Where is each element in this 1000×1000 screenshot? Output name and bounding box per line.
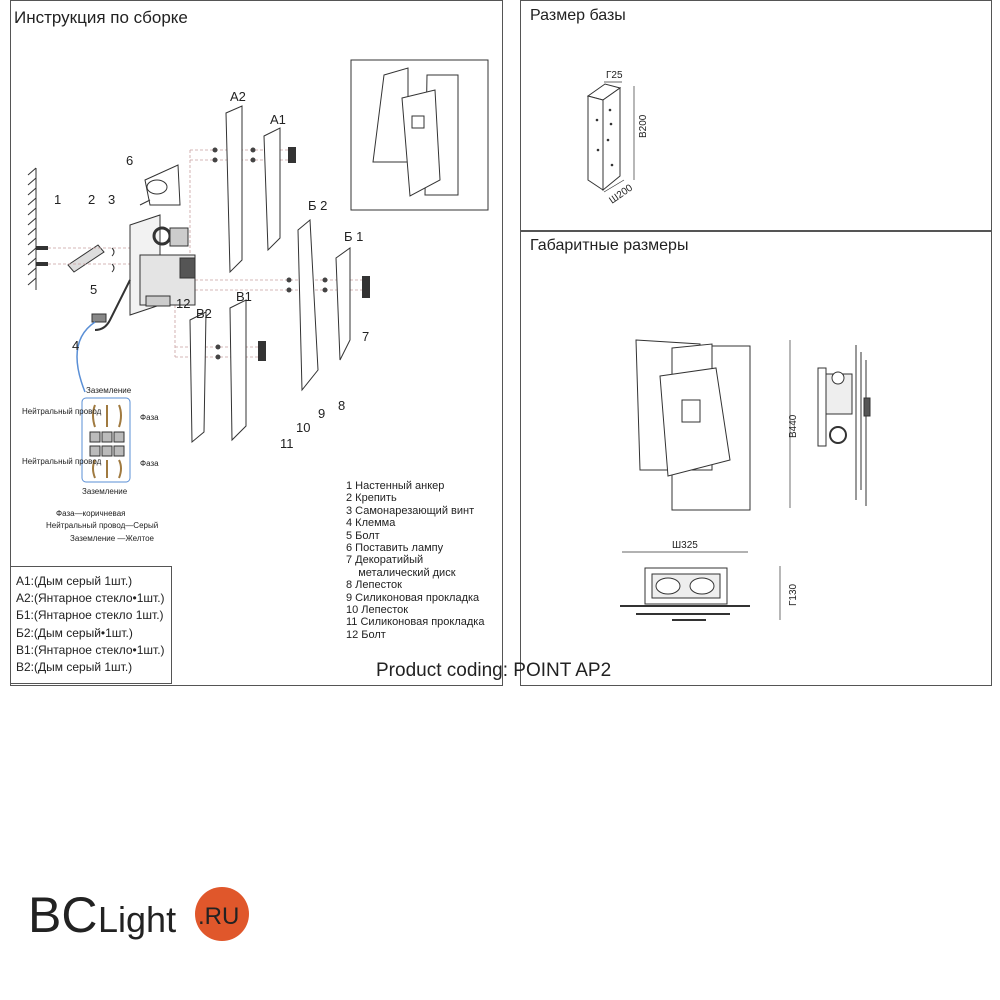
legend-item: 10 Лепесток <box>346 604 409 617</box>
base-width-label: Ш200 <box>607 182 635 206</box>
assembly-diagram: 1 2 3 4 5 6 7 8 9 10 11 12 A2 A1 Б 2 Б 1… <box>22 59 489 543</box>
label-a2: A2 <box>230 89 246 104</box>
parts-item: A1:(Дым серый 1шт.) <box>16 574 133 588</box>
side-view <box>817 345 871 506</box>
callout-3: 3 <box>108 192 115 207</box>
callout-6: 6 <box>126 153 133 168</box>
assembly-title: Инструкция по сборке <box>14 8 188 27</box>
legend-item: 6 Поставить лампу <box>346 542 444 555</box>
screws <box>111 247 115 273</box>
callout-8: 8 <box>338 398 345 413</box>
wiring-phase-top: Фаза <box>140 413 159 422</box>
panel-v2 <box>189 311 207 444</box>
color-phase: Фаза—коричневая <box>56 509 126 518</box>
front-view <box>635 339 751 511</box>
disk-7-a <box>288 147 296 163</box>
base-size-panel <box>520 0 992 231</box>
color-neutral: Нейтральный провод—Серый <box>46 521 158 530</box>
logo-bc: BC <box>28 887 97 943</box>
wiring-neutral-bottom: Нейтральный провод <box>22 457 102 466</box>
logo-circle-icon <box>195 887 249 941</box>
overall-size-title: Габаритные размеры <box>530 237 689 254</box>
assembly-panel <box>10 0 503 686</box>
assembled-thumbnail <box>350 59 489 211</box>
color-ground: Заземление —Желтое <box>70 534 155 543</box>
legend-item: металический диск <box>346 566 456 579</box>
callout-12: 12 <box>176 296 190 311</box>
label-v2: B2 <box>196 306 212 321</box>
legend-item: 11 Силиконовая прокладка <box>346 616 485 629</box>
disk-7-b <box>362 276 370 298</box>
base-height-label: B200 <box>638 114 649 138</box>
parts-item: A2:(Янтарное стекло•1шт.) <box>16 591 165 606</box>
overall-width-label: Ш325 <box>672 540 698 551</box>
legend-item: 2 Крепить <box>346 492 397 505</box>
disk-7-c <box>258 341 266 361</box>
legend-item: 5 Болт <box>346 529 380 542</box>
glass-parts-list: A1:(Дым серый 1шт.) A2:(Янтарное стекло•… <box>10 566 172 684</box>
parts-item: B1:(Янтарное стекло•1шт.) <box>16 642 165 657</box>
label-b2: Б 2 <box>308 198 327 213</box>
overall-height-label: B440 <box>788 414 799 438</box>
legend-item: 4 Клемма <box>346 517 396 530</box>
panel-a2 <box>225 105 243 274</box>
callout-4: 4 <box>72 338 79 353</box>
product-coding: Product coding: POINT AP2 <box>376 660 612 681</box>
terminal-block <box>91 313 107 323</box>
base-size-drawing: Г25 B200 Ш200 <box>586 70 649 206</box>
lamp-base <box>129 214 196 316</box>
wiring-phase-bottom: Фаза <box>140 459 159 468</box>
logo-ru: .RU <box>198 903 239 930</box>
callout-10: 10 <box>296 420 310 435</box>
wiring-ground-top: Заземление <box>86 386 132 395</box>
parts-item: Б1:(Янтарное стекло 1шт.) <box>16 608 164 623</box>
legend-item: 12 Болт <box>346 628 386 641</box>
legend-item: 8 Лепесток <box>346 579 402 592</box>
parts-item: Б2:(Дым серый•1шт.) <box>16 625 133 640</box>
base-depth-label: Г25 <box>606 70 623 81</box>
top-view <box>620 567 750 621</box>
supply-wire <box>94 279 131 331</box>
label-a1: A1 <box>270 112 286 127</box>
overall-size-panel <box>520 231 992 686</box>
legend-item: 7 Декоратийый <box>346 554 424 567</box>
callout-9: 9 <box>318 406 325 421</box>
wiring-ground-bottom: Заземление <box>82 487 128 496</box>
label-v1: B1 <box>236 289 252 304</box>
bulb-icon <box>139 164 181 206</box>
legend-item: 3 Самонарезающий винт <box>346 504 475 517</box>
wiring-diagram <box>81 397 131 483</box>
panel-b2 <box>297 218 319 392</box>
callout-2: 2 <box>88 192 95 207</box>
callout-1: 1 <box>54 192 61 207</box>
legend-item: 9 Силиконовая прокладка <box>346 591 480 604</box>
gaskets <box>212 147 328 360</box>
callout-5: 5 <box>90 282 97 297</box>
logo-light: Light <box>98 899 176 940</box>
wall-anchors <box>36 246 48 266</box>
wall <box>27 167 37 290</box>
bclight-logo: BC Light .RU <box>28 887 249 943</box>
wiring-neutral-top: Нейтральный провод <box>22 407 102 416</box>
parts-legend: 1 Настенный анкер 2 Крепить 3 Самонареза… <box>346 480 484 641</box>
panel-b1 <box>335 247 351 361</box>
callout-11: 11 <box>280 436 294 451</box>
overall-depth-label: Г130 <box>788 583 799 606</box>
mounting-bracket <box>67 244 105 273</box>
legend-item: 1 Настенный анкер <box>346 480 445 492</box>
parts-item: B2:(Дым серый 1шт.) <box>16 660 133 675</box>
callout-7: 7 <box>362 329 369 344</box>
overall-size-drawing: B440 Ш325 Г130 <box>620 339 871 621</box>
label-b1: Б 1 <box>344 229 363 244</box>
panel-v1 <box>229 299 247 442</box>
panel-a1 <box>263 127 281 252</box>
base-size-title: Размер базы <box>530 7 626 24</box>
